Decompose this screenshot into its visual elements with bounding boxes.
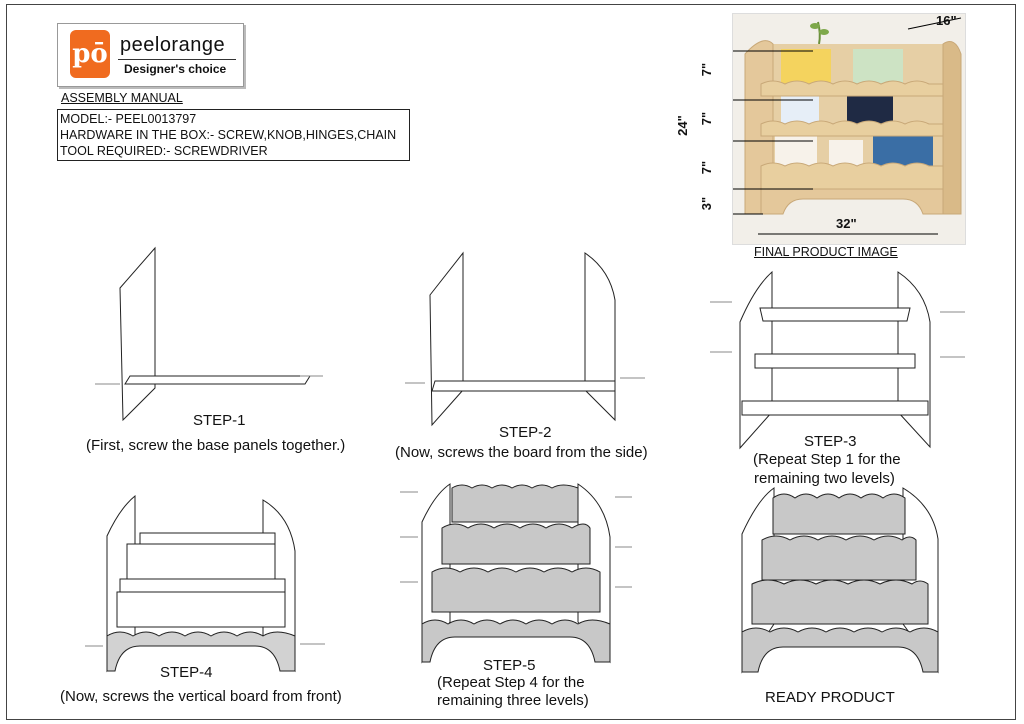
brand-tagline: Designer's choice bbox=[124, 62, 227, 76]
final-product-image bbox=[683, 13, 966, 245]
step3-drawing bbox=[710, 270, 965, 450]
step3-title: STEP-3 bbox=[804, 433, 857, 450]
dim-width: 32" bbox=[836, 216, 857, 231]
step3-desc: (Repeat Step 1 for the bbox=[753, 451, 901, 468]
dim-depth: 16" bbox=[936, 13, 957, 28]
step5-desc2: remaining three levels) bbox=[437, 692, 589, 709]
step5-desc: (Repeat Step 4 for the bbox=[437, 674, 585, 691]
step1-drawing bbox=[95, 246, 323, 422]
step2-desc: (Now, screws the board from the side) bbox=[395, 444, 648, 461]
step3-desc2: remaining two levels) bbox=[754, 470, 895, 487]
model-line: MODEL:- PEEL0013797 bbox=[60, 112, 197, 126]
ready-product-drawing bbox=[741, 487, 939, 674]
hardware-line: HARDWARE IN THE BOX:- SCREW,KNOB,HINGES,… bbox=[60, 128, 397, 142]
step5-drawing bbox=[400, 483, 632, 664]
dim-height: 24" bbox=[674, 115, 690, 136]
ready-product-title: READY PRODUCT bbox=[765, 689, 895, 706]
info-box: MODEL:- PEEL0013797 HARDWARE IN THE BOX:… bbox=[57, 109, 410, 161]
dim-shelf2: 7" bbox=[699, 111, 715, 126]
brand-name: peelorange bbox=[120, 34, 226, 56]
step5-title: STEP-5 bbox=[483, 657, 536, 674]
step2-title: STEP-2 bbox=[499, 424, 552, 441]
dim-shelf1: 7" bbox=[699, 62, 715, 77]
step4-drawing bbox=[85, 494, 325, 673]
tool-line: TOOL REQUIRED:- SCREWDRIVER bbox=[60, 144, 268, 158]
dim-base: 3" bbox=[699, 196, 715, 211]
logo-mark: pō bbox=[70, 30, 110, 78]
step2-drawing bbox=[405, 251, 645, 427]
step1-desc: (First, screw the base panels together.) bbox=[86, 437, 346, 454]
brand-divider bbox=[118, 59, 236, 60]
step1-title: STEP-1 bbox=[193, 412, 246, 429]
step4-title: STEP-4 bbox=[160, 664, 213, 681]
brand-logo: pō peelorange Designer's choice bbox=[57, 23, 244, 87]
manual-title: ASSEMBLY MANUAL bbox=[61, 91, 183, 105]
final-product-caption: FINAL PRODUCT IMAGE bbox=[754, 245, 898, 259]
page-frame bbox=[6, 4, 1016, 720]
step4-desc: (Now, screws the vertical board from fro… bbox=[60, 688, 342, 705]
dim-shelf3: 7" bbox=[699, 160, 715, 175]
product-illustration bbox=[683, 17, 962, 244]
